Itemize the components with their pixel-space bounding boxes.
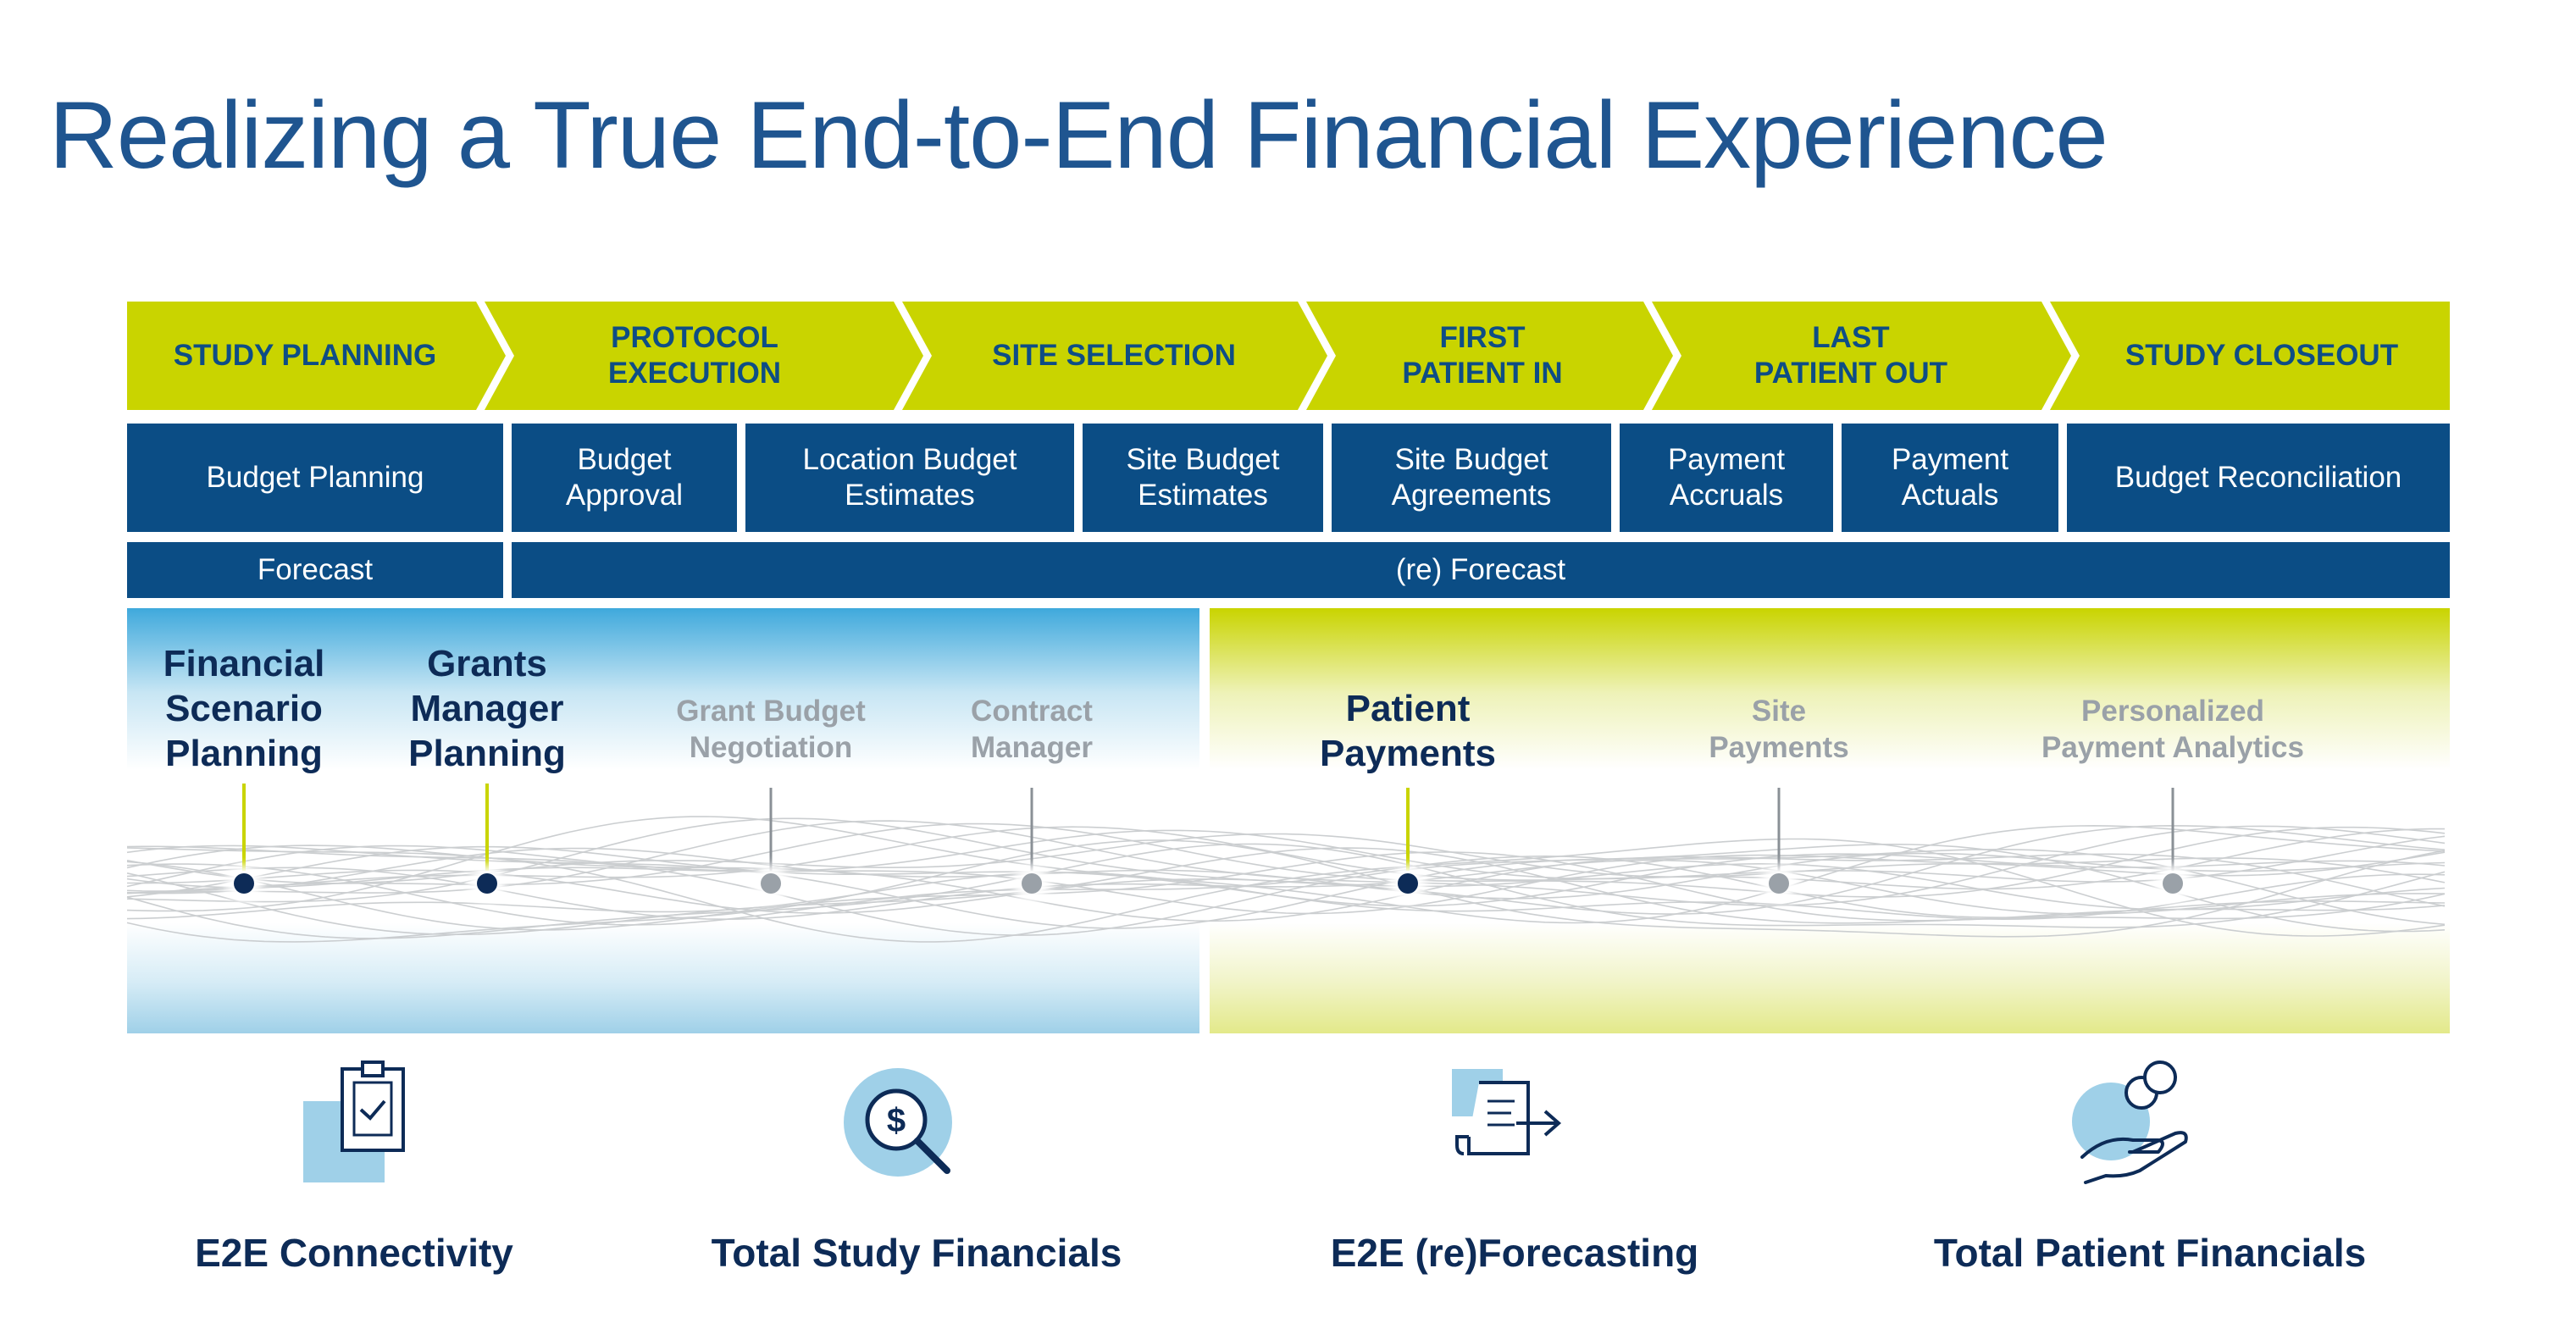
forecast-bar: Forecast	[127, 542, 503, 598]
milestone-dot	[1398, 873, 1418, 894]
milestone-dots	[225, 865, 2191, 902]
stage-chevron-last-patient-out	[1652, 302, 2071, 410]
benefit-e2e-connectivity: E2E Connectivity	[195, 1231, 513, 1275]
wave-line	[126, 872, 2446, 921]
payments-panel	[1210, 608, 2450, 1033]
page-title: Realizing a True End-to-End Financial Ex…	[49, 82, 2108, 188]
wave-line	[126, 845, 2446, 929]
wave-lines	[126, 816, 2446, 943]
benefit-e2e-reforecasting: E2E (re)Forecasting	[1330, 1231, 1699, 1275]
wave-line	[126, 839, 2446, 943]
stage-chevron-first-patient-in	[1306, 302, 1673, 410]
benefit-total-patient-financials: Total Patient Financials	[1933, 1231, 2367, 1275]
wave-line	[126, 833, 2446, 884]
stage-label-study-closeout: STUDY CLOSEOUT	[2125, 339, 2399, 372]
wave-line	[126, 843, 2446, 939]
stage-chevron-study-planning	[127, 302, 506, 410]
milestone-dot	[2163, 873, 2183, 894]
reforecast-bar: (re) Forecast	[512, 542, 2450, 598]
benefit-total-study-financials: Total Study Financials	[711, 1231, 1122, 1275]
milestone-dot	[1022, 873, 1042, 894]
wave-line	[126, 847, 2446, 900]
milestone-dot	[234, 873, 254, 894]
milestone-dot	[761, 873, 781, 894]
milestone-dot	[1769, 873, 1789, 894]
dollar-magnifier-icon: $	[844, 1068, 952, 1177]
wave-line	[126, 855, 2446, 926]
activity-budget-planning: Budget Planning	[127, 424, 503, 532]
milestone-dot	[477, 873, 497, 894]
stage-chevron-study-closeout	[2050, 302, 2450, 410]
stage-label-site-selection: SITE SELECTION	[992, 339, 1236, 372]
milestone-stems	[242, 784, 2174, 871]
planning-panel	[127, 608, 1199, 1033]
wave-line	[126, 862, 2446, 914]
wave-line	[126, 859, 2446, 921]
hand-coins-icon	[2072, 1060, 2188, 1184]
stage-chevron-protocol-execution	[485, 302, 923, 410]
svg-text:$: $	[887, 1102, 906, 1139]
wave-line	[126, 843, 2446, 936]
activity-budget-reconciliation: Budget Reconciliation	[2067, 424, 2450, 532]
wave-line	[126, 838, 2446, 943]
stage-label-study-planning: STUDY PLANNING	[173, 339, 437, 372]
wave-line	[126, 845, 2446, 915]
wave-line	[126, 829, 2446, 889]
document-forward-icon	[1452, 1069, 1562, 1155]
clipboard-check-icon	[303, 1060, 405, 1182]
stage-chevron-site-selection	[902, 302, 1327, 410]
